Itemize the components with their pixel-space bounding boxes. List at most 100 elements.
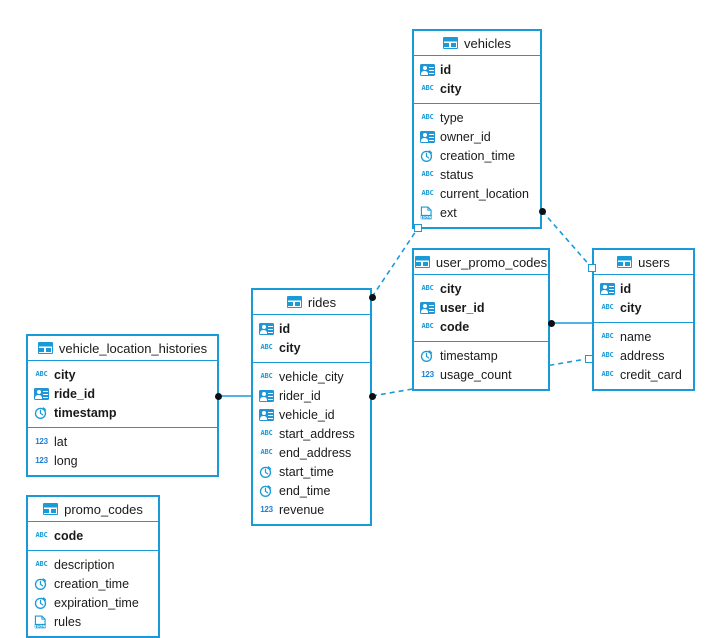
entity-header-users[interactable]: users: [594, 250, 693, 275]
field-row-vehicle_id[interactable]: vehicle_id: [253, 405, 370, 424]
abc-icon: ABC: [35, 531, 48, 539]
relationship-one-marker-rel-rides-vehicles[interactable]: [414, 224, 422, 232]
field-row-user_id[interactable]: user_id: [414, 298, 548, 317]
field-row-timestamp[interactable]: timestamp: [414, 346, 548, 365]
field-row-city[interactable]: ABC city: [414, 79, 540, 98]
field-name: name: [620, 329, 652, 344]
field-row-start_time[interactable]: start_time: [253, 462, 370, 481]
relationship-many-marker-rel-rides-vehicles[interactable]: [369, 294, 376, 301]
relationship-one-marker-rel-vehicles-users[interactable]: [588, 264, 596, 272]
field-name: start_time: [279, 464, 334, 479]
field-name: vehicle_id: [279, 407, 335, 422]
field-name: description: [54, 557, 115, 572]
field-row-creation_time[interactable]: creation_time: [414, 146, 540, 165]
field-name: rider_id: [279, 388, 321, 403]
field-name: expiration_time: [54, 595, 139, 610]
relationship-one-marker-rel-rides-users[interactable]: [585, 355, 593, 363]
primary-key-section: ABC code: [28, 522, 158, 550]
id-card-icon: [34, 387, 49, 400]
field-row-code[interactable]: ABC code: [28, 526, 158, 545]
abc-icon: ABC: [260, 343, 273, 351]
entity-header-vehicles[interactable]: vehicles: [414, 31, 540, 56]
abc-icon: ABC: [421, 113, 434, 121]
relationship-many-marker-rel-upc-users[interactable]: [548, 320, 555, 327]
field-row-credit_card[interactable]: ABC credit_card: [594, 365, 693, 384]
entity-header-rides[interactable]: rides: [253, 290, 370, 315]
field-name: city: [279, 340, 301, 355]
field-name: credit_card: [620, 367, 682, 382]
field-row-name[interactable]: ABC name: [594, 327, 693, 346]
field-row-id[interactable]: id: [253, 319, 370, 338]
field-row-timestamp[interactable]: timestamp: [28, 403, 217, 422]
field-row-expiration_time[interactable]: expiration_time: [28, 593, 158, 612]
entity-header-promo_codes[interactable]: promo_codes: [28, 497, 158, 522]
number-icon: 123: [421, 369, 434, 379]
entity-title: users: [638, 254, 670, 270]
json-icon: JSON: [34, 614, 49, 629]
field-name: ext: [440, 205, 457, 220]
clock-icon: [34, 577, 49, 591]
abc-icon: ABC: [35, 560, 48, 568]
field-row-description[interactable]: ABC description: [28, 555, 158, 574]
abc-icon: ABC: [421, 84, 434, 92]
entity-title: vehicle_location_histories: [58, 340, 208, 356]
abc-icon: ABC: [260, 429, 273, 437]
field-row-ride_id[interactable]: ride_id: [28, 384, 217, 403]
field-row-city[interactable]: ABC city: [253, 338, 370, 357]
abc-icon: ABC: [601, 303, 614, 311]
field-row-id[interactable]: id: [594, 279, 693, 298]
abc-icon: ABC: [601, 370, 614, 378]
field-row-owner_id[interactable]: owner_id: [414, 127, 540, 146]
json-icon: JSON: [420, 205, 435, 220]
field-name: code: [54, 528, 84, 543]
field-name: id: [279, 321, 291, 336]
field-row-end_time[interactable]: end_time: [253, 481, 370, 500]
field-row-rider_id[interactable]: rider_id: [253, 386, 370, 405]
abc-icon: ABC: [601, 332, 614, 340]
field-name: end_address: [279, 445, 352, 460]
field-row-id[interactable]: id: [414, 60, 540, 79]
table-icon: [414, 256, 430, 268]
field-row-ext[interactable]: JSON ext: [414, 203, 540, 222]
relationship-many-marker-rel-vlh-rides[interactable]: [215, 393, 222, 400]
table-icon: [617, 256, 633, 268]
entity-header-user_promo_codes[interactable]: user_promo_codes: [414, 250, 548, 275]
relationship-many-marker-rel-vehicles-users[interactable]: [539, 208, 546, 215]
entity-header-vehicle_location_histories[interactable]: vehicle_location_histories: [28, 336, 217, 361]
field-name: city: [440, 81, 462, 96]
field-name: timestamp: [54, 405, 117, 420]
field-row-creation_time[interactable]: creation_time: [28, 574, 158, 593]
clock-icon: [34, 406, 49, 420]
field-name: id: [440, 62, 452, 77]
field-name: long: [54, 453, 78, 468]
relationship-many-marker-rel-rides-users[interactable]: [369, 393, 376, 400]
